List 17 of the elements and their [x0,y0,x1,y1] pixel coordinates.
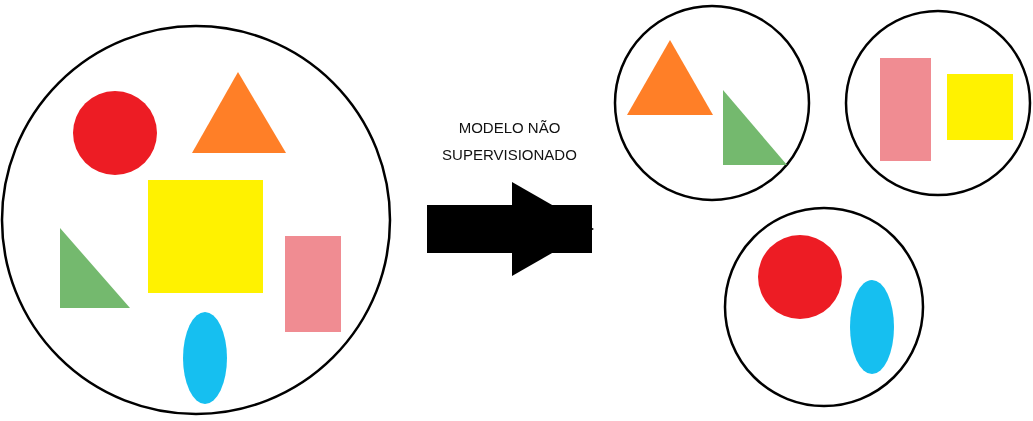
group-circle [0,24,392,416]
group-circle [723,206,925,408]
rectangle-shape [880,58,931,161]
circle-shape [758,235,842,319]
rectangle-shape [285,236,341,332]
ellipse-shape [850,280,894,374]
square-shape [947,74,1013,140]
group-circle [844,9,1032,197]
square-shape [148,180,263,293]
triangle-shape [627,40,713,115]
circle-shape [73,91,157,175]
block-arrow [427,182,594,276]
triangle-shape [60,228,130,308]
ellipse-shape [183,312,227,404]
triangle-shape [192,72,286,153]
group-circle [613,4,811,202]
triangle-shape [723,90,787,165]
